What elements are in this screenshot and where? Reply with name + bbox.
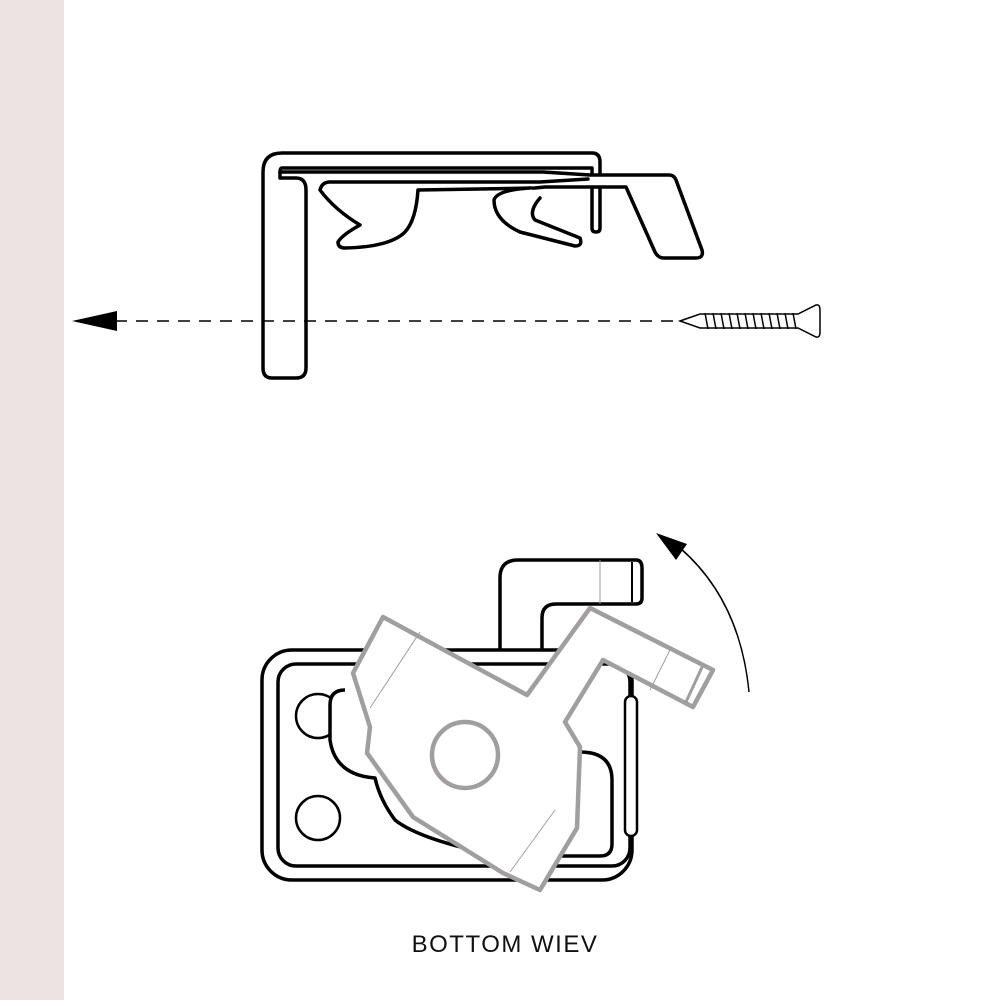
pivot-hole: [429, 719, 501, 791]
side-slot: [623, 694, 639, 838]
wall-surface: [0, 0, 64, 1000]
rotation-arrow-icon: [656, 533, 750, 693]
bracket-arm: [278, 170, 705, 260]
bracket-body: [261, 151, 602, 380]
view-caption: BOTTOM WIEV: [411, 931, 599, 958]
clip-hook: [492, 186, 583, 248]
rotating-clip-part: [350, 605, 716, 893]
direction-arrow-icon: [72, 311, 117, 331]
screw-icon: [677, 304, 821, 338]
bracket-side-view: [261, 151, 705, 380]
mount-hole-bottom: [294, 794, 342, 842]
